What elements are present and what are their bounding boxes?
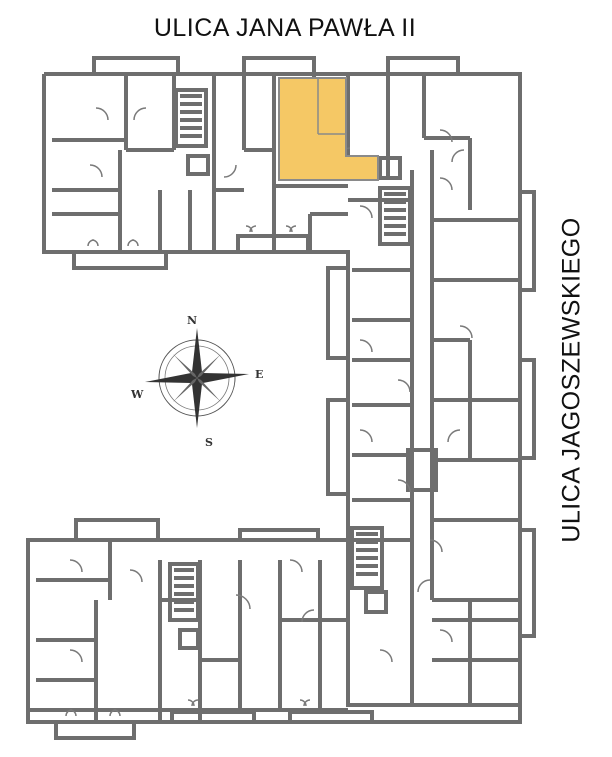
balcony [288,710,374,724]
balcony [74,518,160,542]
compass-label-west: W [130,388,144,401]
outer-wall-top-left [42,74,350,540]
balcony [170,710,256,724]
selected-apartment-inner-wall [317,78,346,135]
outer-wall-bottom-wing [26,540,522,724]
balcony [54,720,136,740]
street-name-top: ULICA JANA PAWŁA II [153,14,417,42]
compass-needle-south [192,378,202,428]
selected-apartment [278,77,379,181]
balcony [386,56,460,76]
compass-needle-west [145,373,197,383]
balcony [518,528,536,638]
balcony [326,398,350,496]
balcony [518,358,536,460]
compass-rose: N E S W [130,314,263,449]
balcony [518,190,536,292]
compass-label-east: E [255,368,263,381]
interior-walls [36,74,520,722]
compass-needle-north [192,328,202,378]
compass-label-south: S [205,436,213,449]
balcony [242,56,316,76]
balcony [326,266,350,360]
balcony [238,528,320,542]
balcony [92,56,180,76]
compass-label-north: N [187,314,197,327]
balcony [72,250,168,270]
compass-needle-east [197,373,249,383]
